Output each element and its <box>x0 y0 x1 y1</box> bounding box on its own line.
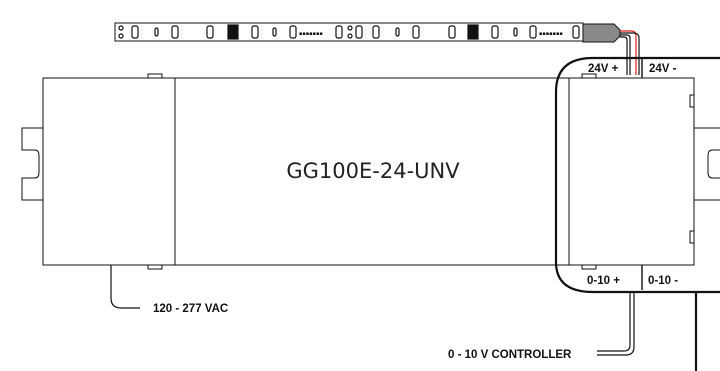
strip-wires <box>620 30 640 75</box>
terminal-box <box>554 56 720 294</box>
led-strip: ▪▪▪▪▪▪▪ ▪▪▪▪▪▪▪ <box>114 22 621 43</box>
terminal-010-neg: 0-10 - <box>648 275 678 287</box>
terminal-24v-pos: 24V + <box>588 63 619 75</box>
terminal-24v-neg: 24V - <box>649 63 677 75</box>
controller-wires <box>597 292 698 371</box>
model-label: GG100E-24-UNV <box>286 159 460 183</box>
driver-housing <box>21 73 720 270</box>
svg-text:▪▪▪▪▪▪▪: ▪▪▪▪▪▪▪ <box>299 31 323 37</box>
ac-input-wire <box>110 265 140 309</box>
left-mounting-bracket <box>21 127 43 201</box>
driver-body <box>42 77 695 266</box>
led-strip-components: ▪▪▪▪▪▪▪ ▪▪▪▪▪▪▪ <box>118 24 580 40</box>
right-mounting-bracket <box>694 127 720 201</box>
svg-text:▪▪▪▪▪▪▪: ▪▪▪▪▪▪▪ <box>539 31 563 37</box>
ac-input-label: 120 - 277 VAC <box>153 303 228 315</box>
strip-connector <box>582 23 621 43</box>
terminal-010-pos: 0-10 + <box>587 275 620 287</box>
controller-label: 0 - 10 V CONTROLLER <box>448 349 572 361</box>
